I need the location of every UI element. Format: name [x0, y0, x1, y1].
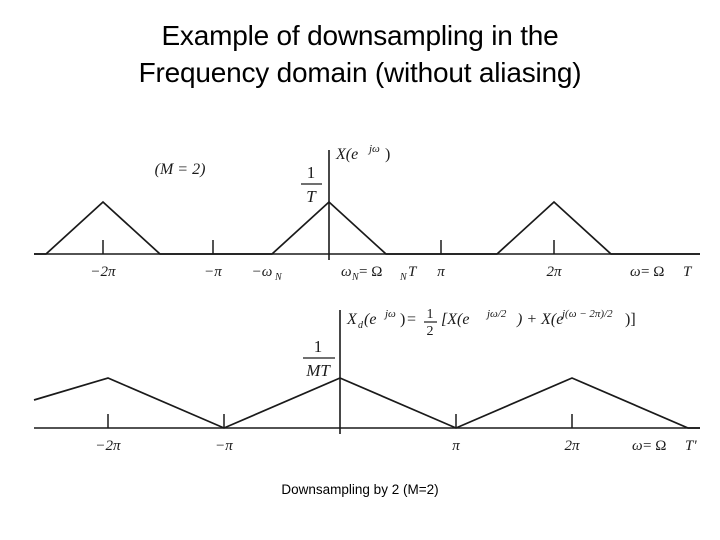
bottom-amplitude-fraction: 1 MT [303, 337, 335, 380]
top-label-omega-n-equals: = Ω [359, 264, 382, 280]
bottom-label-pi: π [452, 438, 460, 454]
top-signal-label: X(e jω ) [335, 143, 390, 163]
figure-caption: Downsampling by 2 (M=2) [281, 482, 439, 497]
top-label-omega-n-rhs-tail: T [408, 264, 418, 280]
top-label-minus-omega-n-sub: N [274, 272, 283, 283]
bottom-x-axis-label-omega: ω [632, 438, 643, 454]
bottom-formula-exp1: jω/2 [485, 308, 507, 320]
bottom-m-annotation: (M = 2) [155, 161, 206, 178]
bottom-spectrum-trace [33, 377, 700, 429]
bottom-formula-equals: = [407, 311, 416, 328]
top-label-minus-omega-n-base: −ω [252, 264, 273, 280]
page-title-line-1: Example of downsampling in the [161, 20, 559, 51]
plot-top-group: 1 T X(e jω ) −2π −π −ω N ω [34, 143, 700, 283]
top-spectrum-trace [34, 200, 700, 255]
bottom-formula: X d (e jω ) = 1 2 [X(e jω/2 ) + X(e j(ω … [346, 307, 636, 339]
bottom-formula-bracket-close: )] [625, 311, 636, 328]
bottom-formula-Xd-base: X [346, 311, 358, 328]
bottom-x-axis-label-T: T' [685, 438, 697, 454]
top-x-axis-label: ω = Ω T [630, 264, 693, 280]
top-label-minus-2pi: −2π [90, 264, 116, 280]
bottom-formula-arg-close: ) [400, 311, 405, 328]
top-signal-label-exponent: jω [367, 143, 380, 155]
top-label-omega-n-sub: N [351, 272, 360, 283]
bottom-x-axis-label: ω = Ω T' [632, 438, 697, 454]
bottom-formula-mid: ) + X(e [516, 311, 563, 328]
top-label-minus-omega-n: −ω N [252, 264, 283, 283]
top-label-minus-pi: −π [204, 264, 222, 280]
bottom-x-axis-label-equals: = Ω [643, 438, 666, 454]
top-amplitude-numerator: 1 [307, 163, 316, 182]
top-amplitude-denominator: T [306, 187, 317, 206]
top-label-pi: π [437, 264, 445, 280]
bottom-formula-Xd-sub: d [358, 320, 364, 331]
top-x-axis-label-equals: = Ω [641, 264, 664, 280]
spectra-svg: 1 T X(e jω ) −2π −π −ω N ω [33, 143, 700, 454]
top-label-omega-n-rhs-sub: N [399, 272, 408, 283]
bottom-amplitude-numerator: 1 [314, 337, 323, 356]
page-title: Example of downsampling in the Frequency… [0, 18, 720, 92]
page-title-line-2: Frequency domain (without aliasing) [138, 56, 582, 88]
figure-downsampling-spectra: 1 T X(e jω ) −2π −π −ω N ω [0, 128, 720, 478]
bottom-formula-arg-exp: jω [383, 308, 396, 320]
top-signal-label-base: X(e [335, 146, 358, 163]
bottom-formula-arg-open: (e [364, 311, 376, 328]
top-label-omega-n-base: ω [341, 264, 352, 280]
top-amplitude-fraction: 1 T [301, 163, 322, 206]
bottom-label-2pi: 2π [564, 438, 580, 454]
bottom-formula-half-numerator: 1 [427, 307, 434, 322]
top-label-omega-n-equation: ω N = Ω N T [341, 264, 418, 283]
bottom-formula-bracket-open: [X(e [441, 311, 469, 328]
plot-bottom-group: (M = 2) 1 MT X d (e jω ) = 1 [33, 161, 700, 454]
bottom-formula-exp2: j(ω − 2π)/2 [560, 308, 613, 320]
top-signal-label-close: ) [385, 146, 390, 163]
bottom-label-minus-2pi: −2π [95, 438, 121, 454]
top-x-axis-label-omega: ω [630, 264, 641, 280]
top-x-axis-label-T: T [683, 264, 693, 280]
top-label-2pi: 2π [546, 264, 562, 280]
bottom-label-minus-pi: −π [215, 438, 233, 454]
bottom-formula-half-denominator: 2 [427, 324, 434, 339]
bottom-amplitude-denominator: MT [305, 361, 331, 380]
